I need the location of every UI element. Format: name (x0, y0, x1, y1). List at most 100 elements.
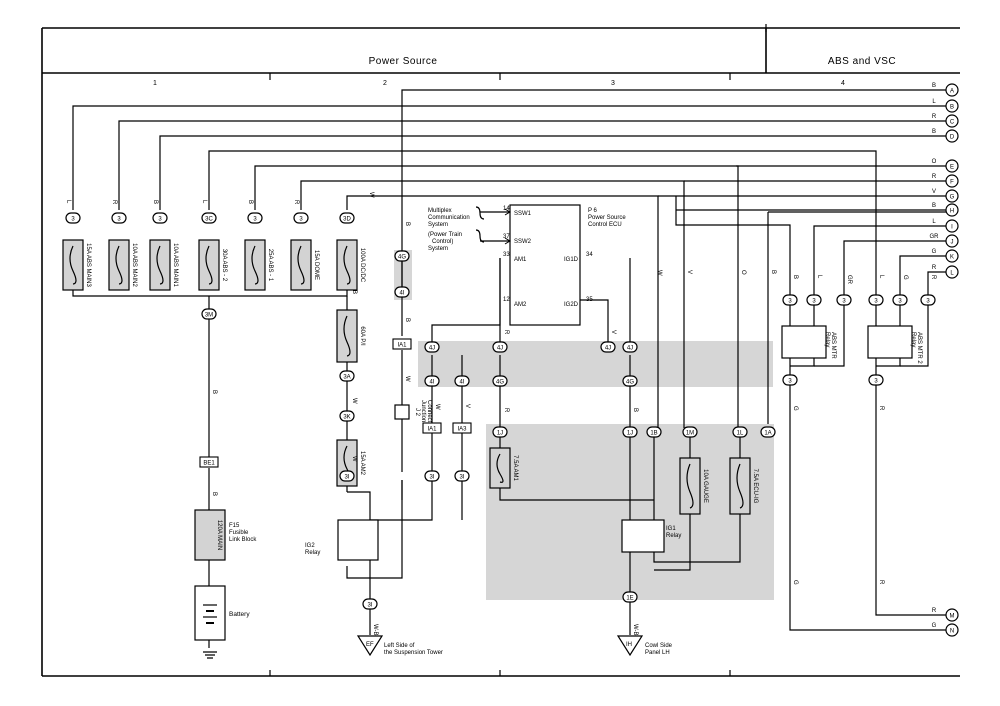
connector-37 (836, 294, 852, 306)
edge-terminal-G (945, 189, 959, 203)
wire-color-inline-15: W (656, 270, 662, 276)
wire-color-inline-10: V (464, 404, 470, 408)
connector-3 (201, 212, 217, 224)
fuse-symbol-5 (297, 245, 305, 285)
edge-wire-color-G: V (932, 189, 936, 195)
connector-24 (622, 375, 638, 387)
wire-color-inline-14: B (632, 408, 638, 412)
connector-2 (152, 212, 168, 224)
connector-label-14: 4G (398, 255, 406, 261)
fuse-symbol-1 (115, 245, 123, 285)
fuse-symbol-6 (343, 245, 351, 285)
fuse-symbol-11 (736, 463, 744, 509)
fuse-symbol-9 (496, 453, 504, 483)
connector-label-23: 4G (496, 380, 504, 386)
column-1: 1 (153, 80, 157, 87)
edge-wire-color-C: R (932, 114, 937, 120)
connector-23 (492, 375, 508, 387)
ground-ih-label: IH (626, 642, 632, 648)
edge-terminal-letter-C: C (950, 120, 955, 126)
pin-ssw1: SSW1 (514, 211, 532, 217)
multiplex-line2: Communication (428, 215, 470, 221)
pin-num-33: 33 (503, 252, 510, 258)
connector-label-34: 3I (367, 603, 372, 609)
section-abs-title: ABS and VSC (828, 56, 896, 67)
connector-20 (622, 341, 638, 353)
ptc-line3: System (428, 246, 448, 252)
connector-label-31: 1L (737, 431, 744, 437)
connector-label-9: 3K (343, 415, 350, 421)
fuse-label-0: 15A ABS MAIN3 (85, 243, 91, 287)
edge-wire-color-H: B (932, 203, 936, 209)
connector-label-24: 4G (626, 380, 634, 386)
multiplex-line3: System (428, 222, 448, 228)
ig2-relay-label1: IG2 (305, 543, 315, 549)
pin-num-35: 35 (586, 297, 593, 303)
edge-terminal-K (945, 249, 959, 263)
connector-1 (111, 212, 127, 224)
wire-color-inline-3: B (351, 290, 357, 294)
fusible-line2: Link Block (229, 537, 257, 543)
connector-label-28: 1J (627, 431, 633, 437)
connector-15 (394, 286, 410, 298)
ground-ef-label: EF (366, 642, 374, 648)
connector-label-37: 3 (842, 299, 846, 305)
connector-30 (682, 426, 698, 438)
connector-8 (339, 370, 355, 382)
connector-5 (293, 212, 309, 224)
wire-color-top-4: B (247, 200, 253, 204)
wire-color-top-1: R (111, 200, 117, 205)
fuse-6 (336, 239, 358, 291)
connector-label-0: 3 (71, 217, 75, 223)
wire-color-inline-21: GR (846, 275, 852, 285)
fuse-label-6: 100A DC/DC (359, 248, 365, 283)
connector-label-11: 3I (429, 475, 434, 481)
wire-color-inline-1: B (211, 390, 217, 394)
connector-42 (868, 374, 884, 386)
connector-label-25: IA1 (427, 427, 437, 433)
pin-ssw2: SSW2 (514, 239, 532, 245)
wire-color-inline-23: G (902, 275, 908, 280)
ig1-relay-label1: IG1 (666, 526, 676, 532)
wire-color-inline-11: R (503, 330, 509, 335)
connector-label-38: 3 (874, 299, 878, 305)
wire-color-top-2: B (152, 200, 158, 204)
wire-color-inline-27: G (792, 580, 798, 585)
wire-color-inline-9: W (434, 404, 440, 410)
ecu-name: Power Source (588, 215, 626, 221)
fuse-label-8: 15A AM2 (359, 451, 365, 476)
connector-label-30: 1M (686, 431, 694, 437)
fuse-label-11: 7.5A ECU-IG (752, 469, 758, 504)
connector-13 (199, 456, 219, 468)
abs-mtr2-relay (867, 325, 913, 359)
edge-terminal-D (945, 129, 959, 143)
connector-6 (339, 212, 355, 224)
fuse-0 (62, 239, 84, 291)
fuse-symbol-3 (205, 245, 213, 285)
connector-33 (622, 591, 638, 603)
connector-39 (892, 294, 908, 306)
fuse-label-7: 60A P/I (359, 326, 365, 346)
connector-32 (760, 426, 776, 438)
connector-label-42: 3 (874, 379, 878, 385)
pin-num-37: 37 (503, 234, 510, 240)
connector-4 (247, 212, 263, 224)
fuse-9 (489, 447, 511, 489)
connector-7 (201, 308, 217, 320)
connector-label-18: 4J (497, 346, 503, 352)
connector-19 (600, 341, 616, 353)
connector-14 (394, 250, 410, 262)
connector-36 (806, 294, 822, 306)
fuse-label-4: 25A ABS - 1 (267, 249, 273, 282)
fuse-4 (244, 239, 266, 291)
wire-color-inline-12: R (503, 408, 509, 413)
connector-26 (452, 422, 472, 434)
connector-label-17: 4J (429, 346, 435, 352)
edge-terminal-E (945, 159, 959, 173)
connector-40 (920, 294, 936, 306)
connector-label-6: 3D (343, 217, 351, 223)
ground-ih (616, 635, 644, 657)
edge-terminal-J (945, 234, 959, 248)
edge-terminal-B (945, 99, 959, 113)
ground-ef-text1: Left Side of (384, 643, 415, 649)
